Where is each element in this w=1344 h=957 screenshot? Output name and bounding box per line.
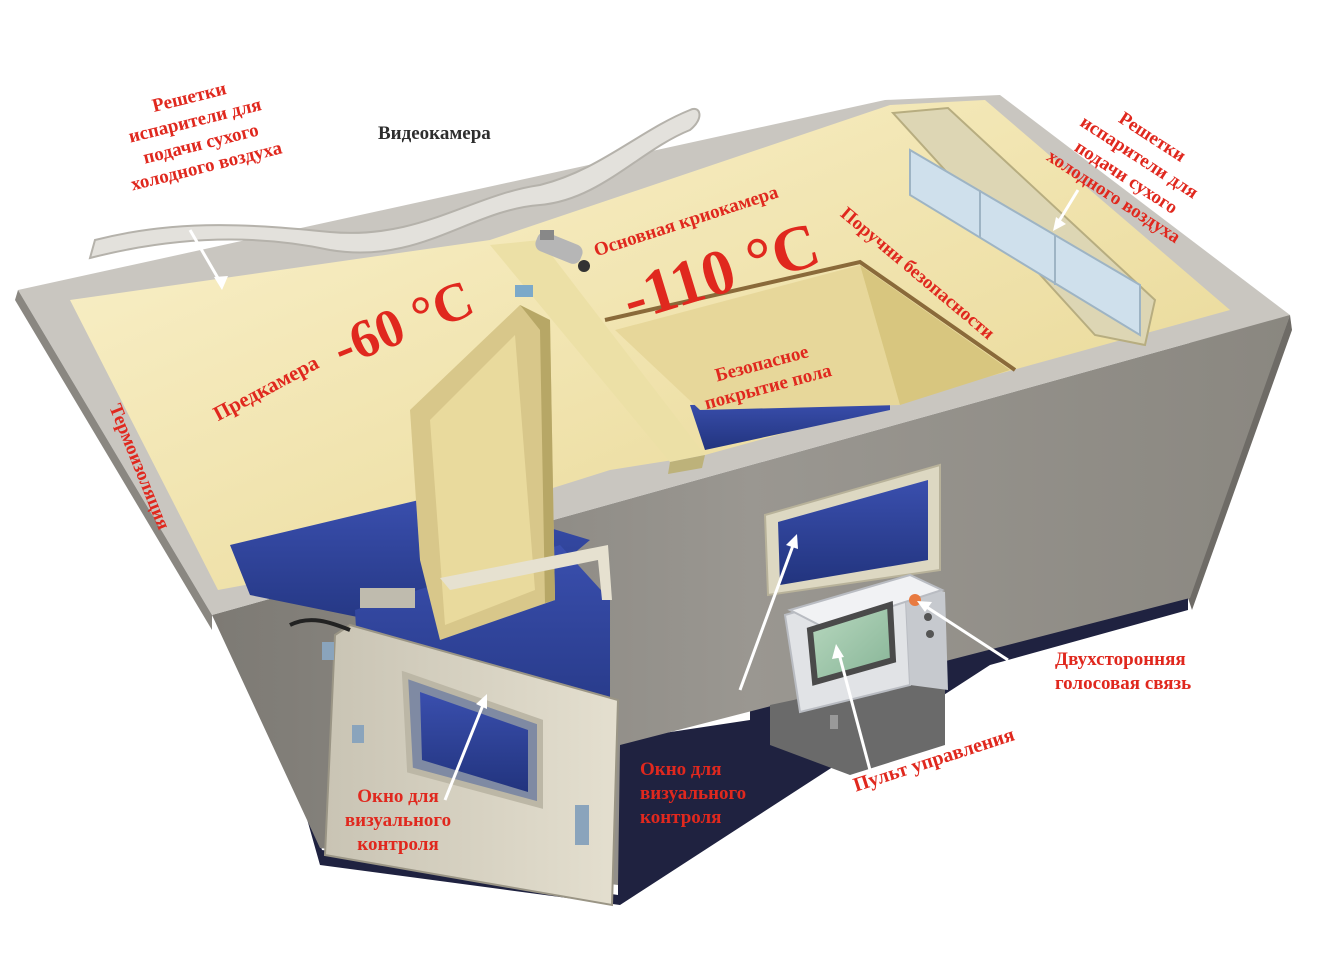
wall-window: [763, 463, 941, 597]
evaporator-grille-left: [88, 107, 701, 260]
label-window-door: Окно для визуального контроля: [344, 786, 452, 855]
inner-door: [410, 285, 555, 640]
label-video-camera: Видеокамера: [378, 123, 491, 144]
evaporator-grille-right: [890, 106, 1157, 347]
video-camera-icon: [535, 230, 590, 272]
base-shadow: [255, 595, 1188, 905]
annotation-arrows: [188, 189, 1080, 801]
label-window-wall: Окно для визуального контроля: [640, 759, 747, 828]
control-panel-console: [770, 573, 948, 775]
label-voice-communication: Двухсторонняя голосовая связь: [1055, 649, 1192, 694]
front-door: [289, 618, 620, 907]
front-door-frame: [360, 545, 612, 608]
